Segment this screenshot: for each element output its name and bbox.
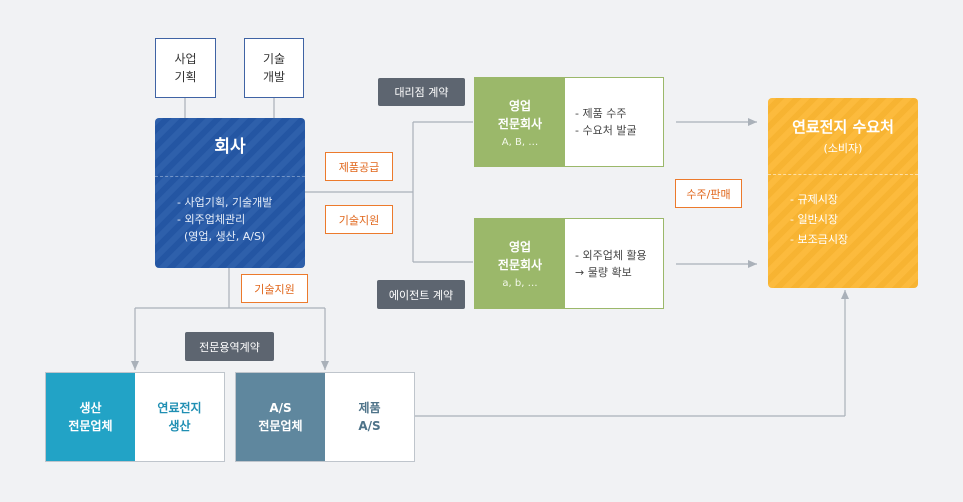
sales-item: - 제품 수주 (575, 107, 627, 120)
business-planning-box: 사업 기획 (155, 38, 216, 98)
company-item: - 외주업체관리 (177, 213, 246, 226)
product-supply-tag: 제품공급 (325, 152, 393, 181)
production-vendor-label: 생산 전문업체 (46, 373, 135, 461)
sales-company-bottom: 영업 전문회사 a, b, … - 외주업체 활용 → 물량 확보 (474, 218, 664, 309)
sales-company-bottom-items: - 외주업체 활용 → 물량 확보 (565, 219, 663, 308)
sales-company-top: 영업 전문회사 A, B, … - 제품 수주 - 수요처 발굴 (474, 77, 664, 167)
company-title: 회사 (214, 137, 246, 157)
consumer-subtitle: (소비자) (823, 142, 863, 155)
sales-company-sub: A, B, … (501, 136, 539, 148)
sales-company-title: 영업 전문회사 (497, 98, 543, 131)
company-divider (155, 176, 305, 177)
tech-support-tag-2: 기술지원 (241, 274, 308, 303)
company-box: 회사 - 사업기획, 기술개발 - 외주업체관리 (영업, 생산, A/S) (155, 118, 305, 268)
company-item: - 사업기획, 기술개발 (177, 196, 273, 209)
tech-development-box: 기술 개발 (244, 38, 304, 98)
sales-item: - 수요처 발굴 (575, 124, 637, 137)
company-items: - 사업기획, 기술개발 - 외주업체관리 (영업, 생산, A/S) (177, 194, 272, 245)
sales-company-title: 영업 전문회사 (497, 240, 543, 272)
consumer-divider (768, 174, 918, 175)
as-vendor-label: A/S 전문업체 (236, 373, 325, 461)
production-vendor-box: 생산 전문업체 연료전지 생산 (45, 372, 225, 462)
fuel-cell-production-label: 연료전지 생산 (157, 401, 202, 433)
consumer-box: 연료전지 수요처 (소비자) - 규제시장 - 일반시장 - 보조금시장 (768, 98, 918, 288)
dealer-contract-tag: 대리점 계약 (378, 78, 465, 106)
sales-item: - 외주업체 활용 (575, 248, 647, 262)
service-contract-tag: 전문용역계약 (185, 332, 274, 361)
sales-company-sub: a, b, … (502, 278, 538, 289)
consumer-item: - 일반시장 (790, 213, 838, 226)
sales-company-bottom-label: 영업 전문회사 a, b, … (475, 219, 565, 308)
sales-company-top-items: - 제품 수주 - 수요처 발굴 (565, 78, 663, 166)
consumer-item: - 규제시장 (790, 193, 838, 206)
product-as-label: 제품 A/S (358, 401, 381, 433)
order-sales-tag: 수주/판매 (675, 179, 742, 208)
agent-contract-tag: 에이전트 계약 (377, 280, 465, 309)
as-vendor-box: A/S 전문업체 제품 A/S (235, 372, 415, 462)
consumer-title: 연료전지 수요처 (792, 118, 894, 136)
company-item: (영업, 생산, A/S) (177, 230, 266, 243)
consumer-item: - 보조금시장 (790, 233, 849, 246)
sales-company-top-label: 영업 전문회사 A, B, … (475, 78, 565, 166)
consumer-items: - 규제시장 - 일반시장 - 보조금시장 (790, 190, 848, 250)
sales-item: → 물량 확보 (575, 265, 632, 279)
tech-support-tag: 기술지원 (325, 205, 393, 234)
